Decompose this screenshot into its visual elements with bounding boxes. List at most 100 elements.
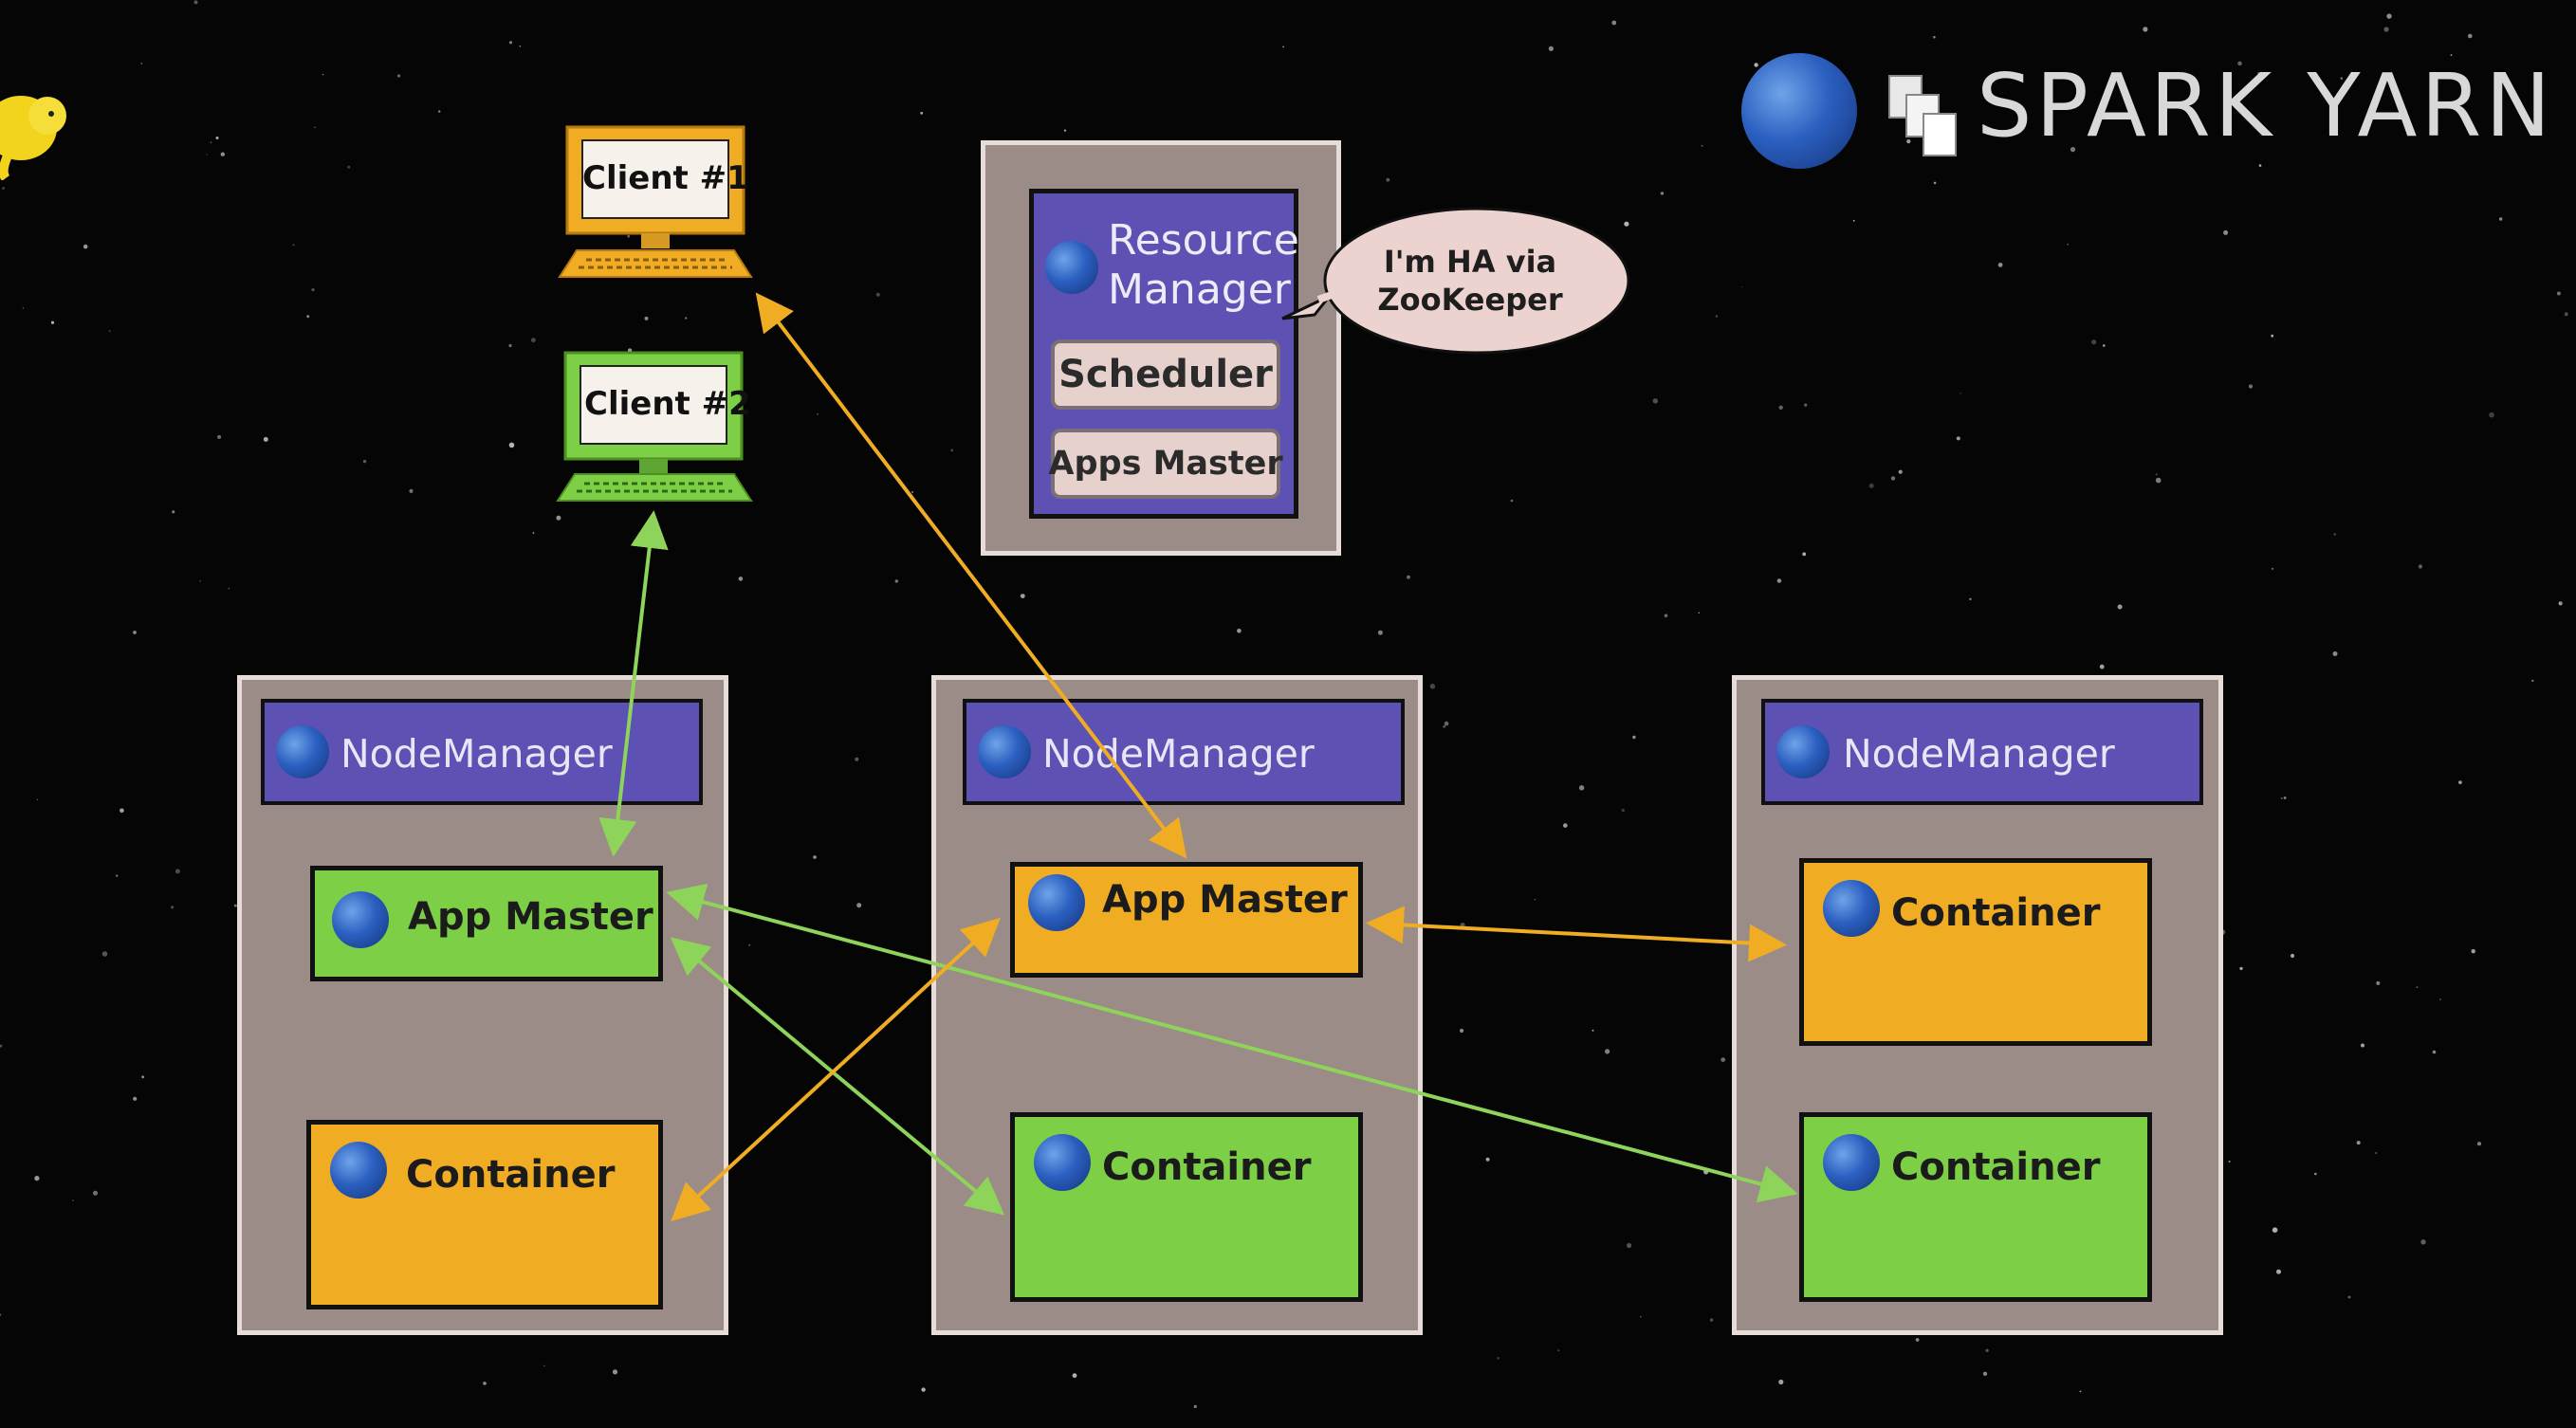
container-box: Container [1799, 858, 2152, 1046]
star [2564, 312, 2568, 317]
star [2272, 1227, 2278, 1233]
star [1933, 35, 1936, 39]
star [1604, 935, 1606, 937]
client-2-label: Client #2 [584, 385, 751, 423]
star [2386, 13, 2392, 19]
star [1698, 612, 1701, 614]
star [2458, 780, 2462, 784]
blue-globe-icon [1776, 725, 1830, 778]
star [1915, 1338, 1920, 1342]
node-manager-label: NodeManager [340, 731, 613, 777]
star [856, 903, 862, 908]
star [556, 515, 561, 521]
star [875, 292, 880, 297]
client-2-computer: Client #2 [554, 349, 757, 506]
star [855, 757, 859, 761]
star [120, 808, 124, 814]
star [920, 111, 924, 115]
star [175, 869, 180, 874]
star [2383, 27, 2389, 32]
star [1664, 613, 1668, 618]
star [0, 1313, 2, 1316]
star [1193, 1404, 1197, 1408]
star [1985, 1348, 1989, 1353]
star [1778, 1379, 1784, 1385]
star [1906, 139, 1911, 144]
resource-manager-box: Resource Manager Scheduler Apps Master [1029, 189, 1299, 519]
blue-globe-icon [1045, 241, 1098, 294]
star [543, 1364, 545, 1367]
star [1741, 286, 1743, 288]
star [101, 951, 108, 957]
star [140, 63, 143, 64]
node-panel-2: NodeManager App Master Container [931, 675, 1423, 1335]
star [1444, 721, 1449, 726]
star [1627, 1242, 1632, 1249]
star [311, 288, 315, 292]
node-manager-bar: NodeManager [1761, 699, 2203, 805]
star [36, 798, 39, 800]
apps-master-box: Apps Master [1048, 429, 1283, 499]
blue-globe-icon [1823, 880, 1880, 937]
star [2556, 291, 2561, 296]
star [2248, 384, 2254, 389]
star [1960, 393, 1961, 394]
star [950, 449, 954, 452]
blue-globe-icon [330, 1142, 387, 1199]
star [2237, 61, 2242, 66]
star [2117, 604, 2123, 610]
star [1660, 192, 1665, 195]
star [50, 320, 55, 324]
star [1997, 263, 2003, 267]
star [2347, 1295, 2351, 1299]
star [1640, 1316, 1642, 1318]
star [22, 307, 25, 309]
ha-callout-bubble [1281, 207, 1630, 355]
star [2143, 27, 2148, 32]
star [1020, 594, 1025, 598]
star [2468, 33, 2473, 39]
star [2432, 1050, 2437, 1054]
star [263, 436, 268, 442]
star [193, 0, 198, 5]
star [1969, 597, 1972, 601]
star [2257, 72, 2260, 75]
star [2418, 564, 2423, 569]
star [1548, 46, 1554, 51]
star [2155, 473, 2158, 476]
star [292, 244, 295, 247]
star [2376, 980, 2381, 985]
star [2091, 339, 2097, 345]
star [1534, 899, 1536, 901]
star [206, 154, 208, 156]
star [362, 459, 367, 464]
star [1621, 809, 1625, 813]
star [644, 316, 649, 320]
star [508, 41, 513, 45]
star [921, 1387, 926, 1392]
star [228, 587, 230, 590]
app-master-label: App Master [408, 895, 653, 939]
star [1778, 405, 1783, 410]
star [438, 110, 441, 113]
resource-manager-title-line2: Manager [1108, 265, 1291, 314]
star [1072, 1373, 1077, 1379]
app-master-box: App Master [310, 866, 663, 981]
star [2067, 244, 2069, 246]
blue-globe-icon [1034, 1134, 1091, 1191]
star [1386, 177, 1390, 182]
page-title: SPARK YARN [1977, 55, 2555, 156]
star [1709, 1318, 1714, 1322]
star [396, 74, 401, 78]
star [108, 330, 111, 333]
star [306, 315, 310, 319]
star [1804, 403, 1808, 407]
star [2471, 949, 2475, 954]
star [2079, 1390, 2082, 1393]
container-label: Container [1102, 1145, 1312, 1189]
star [2155, 477, 2162, 484]
star [199, 579, 202, 582]
star [2099, 664, 2105, 669]
star [519, 45, 522, 47]
star [1898, 469, 1903, 474]
